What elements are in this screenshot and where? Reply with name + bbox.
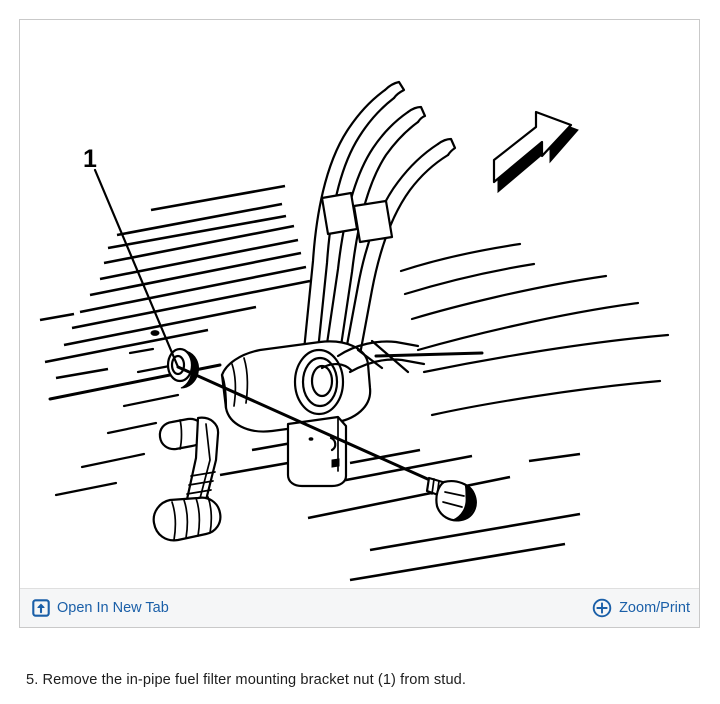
floor-pan-dimple — [150, 330, 160, 336]
figure-panel: 1 — [19, 19, 700, 628]
callout-1-number: 1 — [83, 145, 97, 173]
zoom-print-label: Zoom/Print — [619, 599, 690, 616]
mounting-bracket — [286, 415, 348, 488]
stud-pointer-line — [176, 365, 434, 483]
direction-arrow — [492, 110, 579, 194]
figure-toolbar: Open In New Tab Zoom/Print — [20, 588, 699, 627]
step-caption: 5. Remove the in-pipe fuel filter mounti… — [26, 672, 467, 688]
zoom-print-button[interactable]: Zoom/Print — [592, 598, 690, 618]
plus-circle-icon — [592, 598, 612, 618]
floor-pan-hatching-upper — [44, 184, 311, 364]
callout-1-leader — [93, 168, 180, 369]
fuel-line-clip — [320, 191, 394, 244]
in-pipe-fuel-filter-body — [220, 340, 372, 433]
floor-pan-curves-right — [399, 242, 670, 417]
fuel-lines — [301, 80, 457, 378]
fuel-hose-assembly — [152, 416, 222, 542]
stud-fastener — [425, 476, 477, 522]
floor-pan-hatching-lower — [219, 436, 581, 582]
figure-image[interactable]: 1 — [20, 20, 699, 589]
filter-support-strap — [336, 339, 426, 374]
open-in-new-tab-button[interactable]: Open In New Tab — [32, 599, 169, 617]
fuel-filter-line-drawing: 1 — [39, 80, 670, 582]
open-in-new-tab-label: Open In New Tab — [57, 599, 169, 616]
floor-pan-hatching-lowerleft — [39, 312, 109, 380]
open-in-new-tab-icon — [32, 599, 50, 617]
